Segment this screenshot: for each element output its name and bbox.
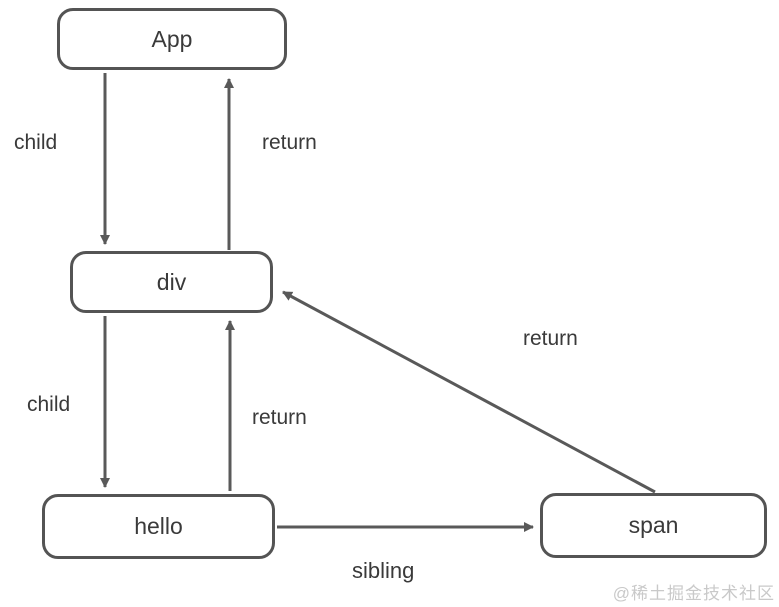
edge-label-child-app-div: child	[14, 131, 58, 154]
node-div: div	[70, 251, 273, 313]
node-hello-label: hello	[134, 513, 183, 539]
node-div-label: div	[156, 268, 187, 295]
node-app-label: App	[151, 25, 193, 52]
edge-label-return-hello-div: return	[252, 406, 307, 429]
watermark: @稀土掘金技术社区	[612, 584, 775, 603]
edge-label-sibling-hello-span: sibling	[352, 558, 415, 583]
edge-label-return-div-app: return	[262, 131, 317, 154]
node-span-label: span	[628, 512, 679, 538]
edge-label-child-div-hello: child	[27, 393, 71, 416]
node-app: App	[57, 8, 287, 70]
node-span: span	[540, 493, 767, 558]
edge-span-to-div-return	[282, 290, 656, 494]
node-hello: hello	[42, 494, 275, 559]
edge-label-return-span-div: return	[523, 327, 578, 350]
